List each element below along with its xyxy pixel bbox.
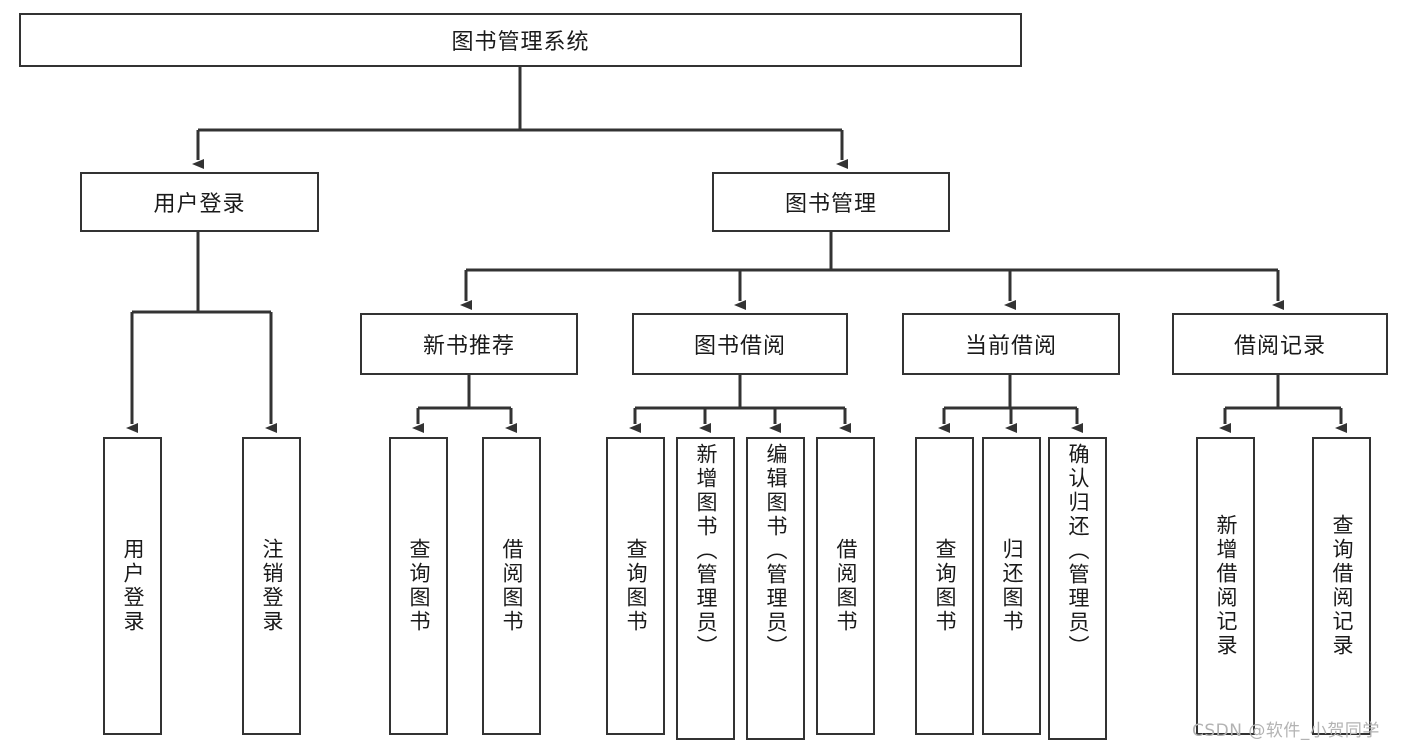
node-label: 用户登录 <box>121 538 145 634</box>
node-book-borrow[interactable]: 图书借阅 <box>632 313 848 375</box>
node-label: 归还图书 <box>1000 538 1024 634</box>
node-label: 编辑图书（管理员） <box>764 443 788 659</box>
leaf-current-query-book[interactable]: 查询图书 <box>915 437 974 735</box>
node-label: 新增借阅记录 <box>1214 514 1238 658</box>
node-user-login[interactable]: 用户登录 <box>80 172 319 232</box>
leaf-record-add-borrow-record[interactable]: 新增借阅记录 <box>1196 437 1255 735</box>
node-root-system[interactable]: 图书管理系统 <box>19 13 1022 67</box>
leaf-current-return-book[interactable]: 归还图书 <box>982 437 1041 735</box>
node-label: 查询借阅记录 <box>1330 514 1354 658</box>
node-label: 确认归还（管理员） <box>1066 443 1090 659</box>
leaf-recommend-borrow-book[interactable]: 借阅图书 <box>482 437 541 735</box>
node-label: 用户登录 <box>153 192 246 217</box>
node-label: 图书管理 <box>784 192 877 217</box>
leaf-borrow-edit-book-admin[interactable]: 编辑图书（管理员） <box>746 437 805 740</box>
node-label: 借阅图书 <box>834 538 858 634</box>
node-label: 图书管理系统 <box>451 30 590 55</box>
leaf-recommend-query-book[interactable]: 查询图书 <box>389 437 448 735</box>
leaf-user-login-signin[interactable]: 用户登录 <box>103 437 162 735</box>
node-label: 当前借阅 <box>964 334 1057 359</box>
node-label: 借阅记录 <box>1233 334 1326 359</box>
node-borrow-record[interactable]: 借阅记录 <box>1172 313 1388 375</box>
leaf-record-query-borrow-record[interactable]: 查询借阅记录 <box>1312 437 1371 735</box>
node-label: 查询图书 <box>933 538 957 634</box>
node-current-borrow[interactable]: 当前借阅 <box>902 313 1120 375</box>
node-label: 查询图书 <box>407 538 431 634</box>
node-label: 新增图书（管理员） <box>694 443 718 659</box>
node-label: 新书推荐 <box>422 334 515 359</box>
node-label: 借阅图书 <box>500 538 524 634</box>
node-label: 图书借阅 <box>693 334 786 359</box>
node-label: 查询图书 <box>624 538 648 634</box>
csdn-watermark: CSDN @软件_小贺同学 <box>1192 721 1380 741</box>
node-book-management[interactable]: 图书管理 <box>712 172 950 232</box>
leaf-borrow-query-book[interactable]: 查询图书 <box>606 437 665 735</box>
leaf-user-login-signout[interactable]: 注销登录 <box>242 437 301 735</box>
leaf-borrow-borrow-book[interactable]: 借阅图书 <box>816 437 875 735</box>
leaf-borrow-add-book-admin[interactable]: 新增图书（管理员） <box>676 437 735 740</box>
node-new-book-recommend[interactable]: 新书推荐 <box>360 313 578 375</box>
node-label: 注销登录 <box>260 538 284 634</box>
leaf-current-confirm-return-admin[interactable]: 确认归还（管理员） <box>1048 437 1107 740</box>
